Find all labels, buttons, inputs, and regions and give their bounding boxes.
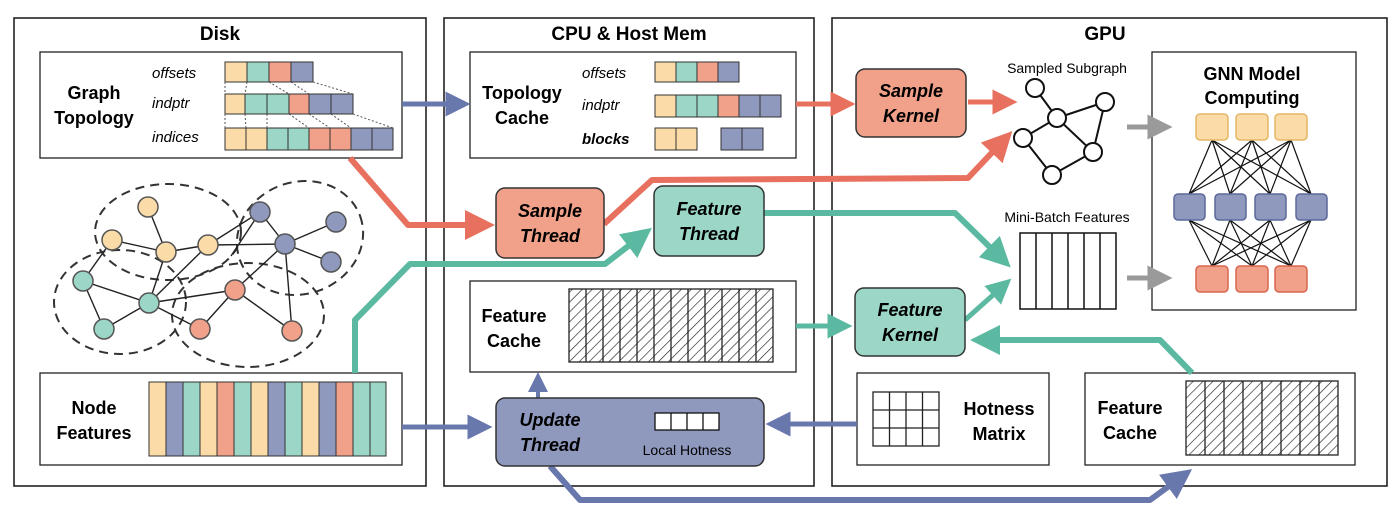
gnn-layer-hidden [1173,193,1328,221]
sample-kernel-label-2: Kernel [883,106,940,126]
sample-kernel: Sample Kernel [855,68,967,138]
feature-cache-cpu-box: Feature Cache [469,280,797,373]
tc-offsets-label: offsets [582,65,627,82]
hotness-matrix-label-2: Matrix [972,424,1025,444]
sample-thread-label-1: Sample [518,201,582,221]
cpu-section: CPU & Host Mem [443,17,815,487]
gt-indices-label: indices [152,129,199,146]
update-thread-label-1: Update [519,410,580,430]
tc-indptr-array [654,94,782,118]
graph-topology-label-1: Graph [67,83,120,103]
feature-cache-gpu-array [1185,380,1339,456]
gt-indptr-label: indptr [152,95,191,112]
topology-cache-box: Topology Cache offsets indptr blocks [469,51,797,159]
mini-batch-label: Mini-Batch Features [1004,209,1129,225]
local-hotness-label: Local Hotness [643,442,732,458]
local-hotness-array [654,412,720,431]
gnn-label-2: Computing [1205,88,1300,108]
cpu-title: CPU & Host Mem [551,24,706,45]
disk-title: Disk [200,24,241,45]
feature-kernel-label-2: Kernel [882,325,939,345]
node-features-array [148,381,387,457]
tc-blocks-array [654,127,764,151]
gt-dotted-links [224,81,394,129]
gt-indices-array [224,127,394,151]
feature-thread: Feature Thread [653,185,765,257]
hotness-matrix-label-1: Hotness [963,399,1034,419]
update-thread-label-2: Thread [520,435,581,455]
graph-illustration [53,180,365,368]
topology-cache-label-2: Cache [495,108,549,128]
arrows [347,89,1195,503]
hotness-matrix-box: Hotness Matrix [856,372,1050,466]
sampled-subgraph: Sampled Subgraph [1007,60,1127,185]
feature-cache-gpu-box: Feature Cache [1084,372,1356,466]
hotness-matrix-grid [872,391,940,447]
graph-topology-box: Graph Topology offsets indptr indices [39,51,403,159]
feature-cache-cpu-array [568,288,774,363]
update-thread: Update Thread Local Hotness [495,397,765,467]
feature-kernel: Feature Kernel [854,287,966,357]
gt-offsets-label: offsets [152,65,197,82]
gnn-layer-input [1195,113,1308,141]
sample-thread-label-2: Thread [520,226,581,246]
sample-thread: Sample Thread [495,187,605,259]
node-features-label-2: Features [56,423,131,443]
gt-offsets-array [224,61,314,83]
node-features-box: Node Features [39,372,403,466]
mini-batch-features: Mini-Batch Features [1004,209,1130,310]
gnn-edges [1188,139,1312,267]
gnn-layer-output [1195,265,1308,293]
sampled-subgraph-label: Sampled Subgraph [1007,60,1127,76]
tc-indptr-label: indptr [582,97,621,114]
node-features-label-1: Node [72,398,117,418]
feature-cache-cpu-label-2: Cache [487,331,541,351]
gpu-title: GPU [1084,24,1125,45]
feature-cache-gpu-label-1: Feature [1097,398,1162,418]
feature-thread-label-2: Thread [679,224,740,244]
gnn-model-box: GNN Model Computing [1151,51,1357,311]
gt-indptr-array [224,93,354,115]
topology-cache-label-1: Topology [482,83,562,103]
feature-thread-label-1: Feature [676,199,741,219]
sample-kernel-label-1: Sample [879,81,943,101]
feature-cache-cpu-label-1: Feature [481,306,546,326]
graph-topology-label-2: Topology [54,108,134,128]
feature-cache-gpu-label-2: Cache [1103,423,1157,443]
tc-blocks-label: blocks [582,131,630,148]
gnn-label-1: GNN Model [1204,64,1301,84]
disk-section: Disk [13,17,427,487]
gpu-section: GPU [831,17,1388,487]
tc-offsets-array [654,61,740,83]
feature-kernel-label-1: Feature [877,300,942,320]
